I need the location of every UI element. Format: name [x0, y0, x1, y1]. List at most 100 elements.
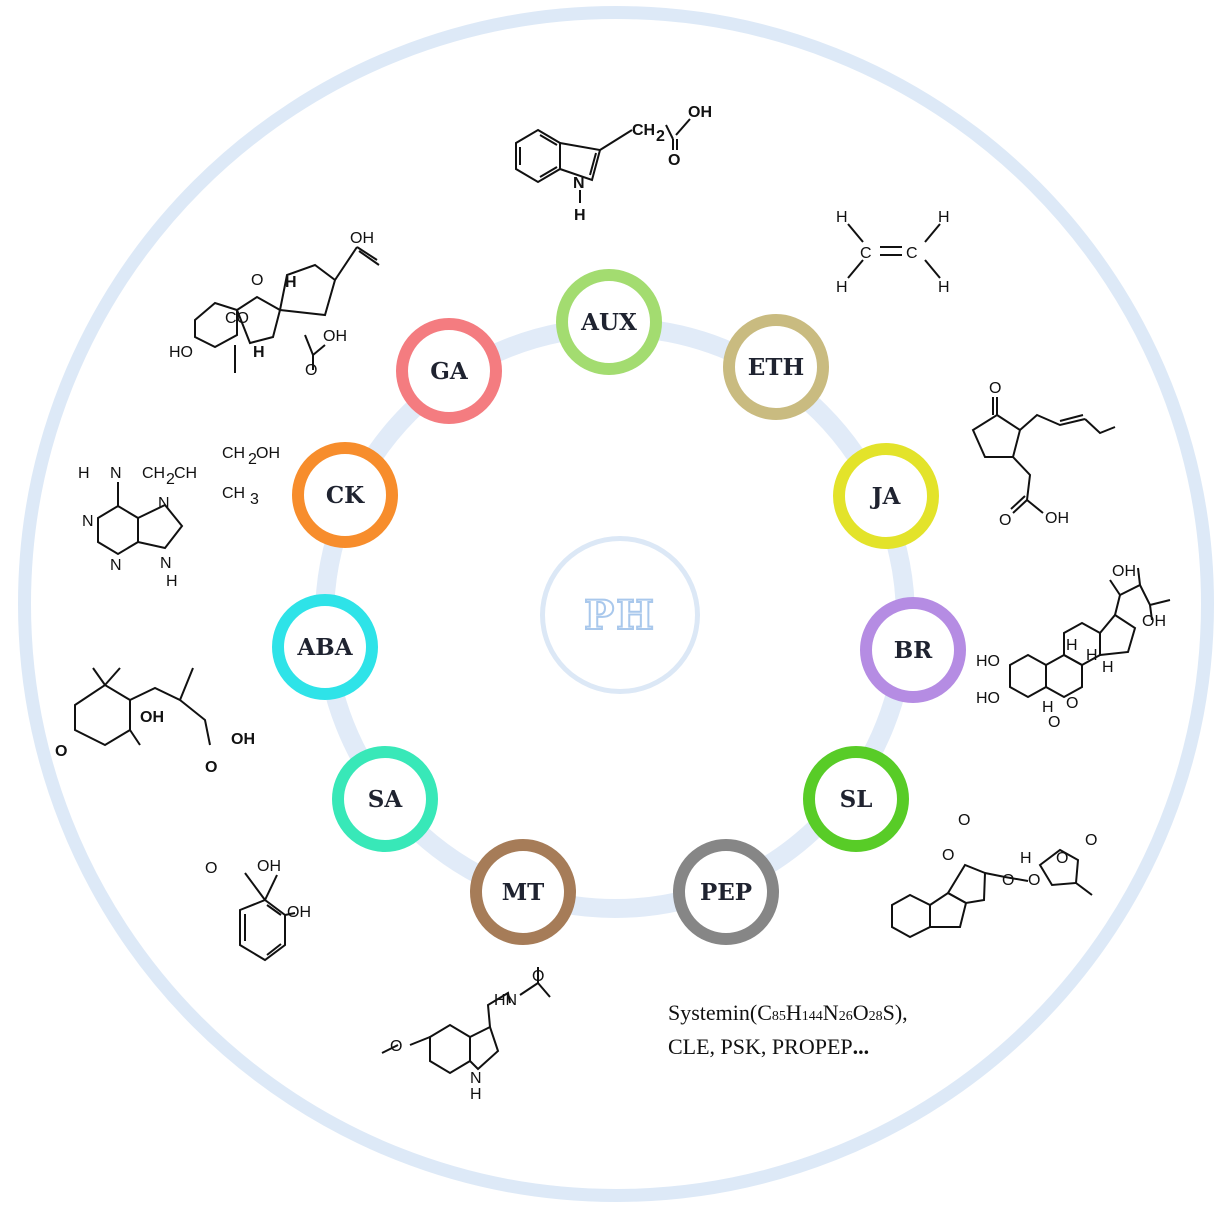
auxin-label-5: H	[574, 207, 586, 224]
node-ga[interactable]: GA	[396, 318, 502, 424]
cytokinin-label-7: OH	[256, 445, 280, 462]
ethylene-label-5: C	[906, 245, 918, 262]
brassinosteroid-label-1: OH	[1142, 613, 1166, 630]
structure-brassinosteroid: OH OH HO HO H H H H O O	[976, 563, 1171, 731]
node-sa[interactable]: SA	[332, 746, 438, 852]
node-pep[interactable]: PEP	[673, 839, 779, 945]
jasmonate-label-2: OH	[1045, 510, 1069, 527]
cytokinin-label-5: CH	[222, 445, 245, 462]
cytokinin-label-12: N	[110, 557, 122, 574]
melatonin-label-0: HN	[494, 992, 517, 1009]
peptide-h: H	[785, 1000, 802, 1025]
ethylene-label-4: C	[860, 245, 872, 262]
strigolactone-label-5: O	[1085, 832, 1097, 849]
node-ck-label: CK	[325, 481, 365, 509]
gibberellin-label-4: HO	[169, 344, 193, 361]
structure-gibberellin: OH O CO H HO H OH O	[169, 230, 380, 379]
brassinosteroid-label-2: HO	[976, 653, 1000, 670]
structure-auxin: CH 2 OH O N H	[515, 104, 712, 224]
brassinosteroid-label-3: HO	[976, 690, 1000, 707]
auxin-label-3: O	[668, 152, 680, 169]
auxin-label-0: CH	[632, 122, 655, 139]
gibberellin-label-7: O	[305, 362, 317, 379]
cytokinin-label-9: 3	[250, 491, 259, 508]
auxin-label-1: 2	[656, 128, 665, 145]
cytokinin-label-10: N	[82, 513, 94, 530]
node-pep-label: PEP	[699, 878, 753, 906]
node-aux-label: AUX	[581, 308, 637, 336]
structure-ethylene: H H H H C C	[836, 209, 950, 296]
abscisic-label-2: O	[205, 759, 217, 776]
cytokinin-label-3: 2	[166, 471, 175, 488]
strigolactone-label-6: H	[1020, 850, 1032, 867]
brassinosteroid-label-7: H	[1042, 699, 1054, 716]
cytokinin-label-4: CH	[174, 465, 197, 482]
node-br-label: BR	[893, 636, 933, 664]
node-sl-label: SL	[839, 785, 873, 813]
node-ja[interactable]: JA	[833, 443, 939, 549]
gibberellin-label-0: OH	[350, 230, 374, 247]
salicylic-label-0: O	[205, 860, 217, 877]
peptide-ellipsis: ...	[852, 1034, 870, 1059]
peptide-o: O	[852, 1000, 869, 1025]
center-ring	[540, 536, 700, 694]
gibberellin-label-2: CO	[225, 310, 249, 327]
abscisic-label-3: OH	[231, 731, 255, 748]
abscisic-label-1: O	[55, 743, 67, 760]
center-logo: PH	[583, 591, 656, 640]
cytokinin-label-6: 2	[248, 451, 257, 468]
node-ga-label: GA	[430, 357, 468, 385]
gibberellin-label-3: H	[285, 274, 297, 291]
peptide-c-count: 85	[771, 1009, 786, 1024]
brassinosteroid-label-6: H	[1102, 659, 1114, 676]
peptide-suffix: S),	[882, 1000, 908, 1025]
jasmonate-label-1: O	[999, 512, 1011, 529]
brassinosteroid-label-9: O	[1048, 714, 1060, 731]
ethylene-label-1: H	[836, 279, 848, 296]
peptide-line-2: CLE, PSK, PROPEP...	[668, 1032, 908, 1062]
salicylic-label-1: OH	[257, 858, 281, 875]
structure-jasmonate: O O OH	[971, 380, 1116, 529]
peptide-n-count: 26	[838, 1009, 853, 1024]
structure-salicylic: O OH OH	[205, 858, 311, 962]
melatonin-label-3: N	[470, 1070, 482, 1087]
structure-melatonin: HN O O N H	[381, 967, 551, 1103]
cytokinin-label-13: N	[160, 555, 172, 572]
structure-cytokinin: H N CH 2 CH CH 2 OH CH 3 N N N N H	[78, 445, 280, 590]
brassinosteroid-label-4: H	[1066, 637, 1078, 654]
node-sa-label: SA	[367, 785, 403, 813]
salicylic-label-2: OH	[287, 904, 311, 921]
node-ck[interactable]: CK	[292, 442, 398, 548]
gibberellin-label-5: H	[253, 344, 265, 361]
node-eth[interactable]: ETH	[723, 314, 829, 420]
cytokinin-label-14: H	[166, 573, 178, 590]
ethylene-label-3: H	[938, 279, 950, 296]
node-br[interactable]: BR	[860, 597, 966, 703]
cytokinin-label-11: N	[158, 495, 170, 512]
structure-abscisic: OH O O OH	[55, 667, 255, 776]
melatonin-label-1: O	[532, 968, 544, 985]
melatonin-label-4: H	[470, 1086, 482, 1103]
strigolactone-label-4: O	[1056, 850, 1068, 867]
gibberellin-label-1: O	[251, 272, 263, 289]
brassinosteroid-label-5: H	[1086, 647, 1098, 664]
node-aba-label: ABA	[297, 633, 353, 661]
gibberellin-label-6: OH	[323, 328, 347, 345]
peptide-line-1: Systemin(C85H144N26O28S),	[668, 998, 908, 1032]
melatonin-label-2: O	[390, 1038, 402, 1055]
peptide-n: N	[822, 1000, 839, 1025]
node-mt[interactable]: MT	[470, 839, 576, 945]
peptide-list: CLE, PSK, PROPEP	[668, 1034, 853, 1059]
brassinosteroid-label-0: OH	[1112, 563, 1136, 580]
strigolactone-label-2: O	[1002, 872, 1014, 889]
peptide-hormone-text: Systemin(C85H144N26O28S), CLE, PSK, PROP…	[668, 998, 908, 1062]
jasmonate-label-0: O	[989, 380, 1001, 397]
auxin-label-2: OH	[688, 104, 712, 121]
peptide-prefix: Systemin(C	[668, 1000, 772, 1025]
strigolactone-label-0: O	[958, 812, 970, 829]
structure-strigolactone: O O O O O O H	[891, 812, 1097, 939]
ethylene-label-0: H	[836, 209, 848, 226]
node-aba[interactable]: ABA	[272, 594, 378, 700]
node-aux[interactable]: AUX	[556, 269, 662, 375]
